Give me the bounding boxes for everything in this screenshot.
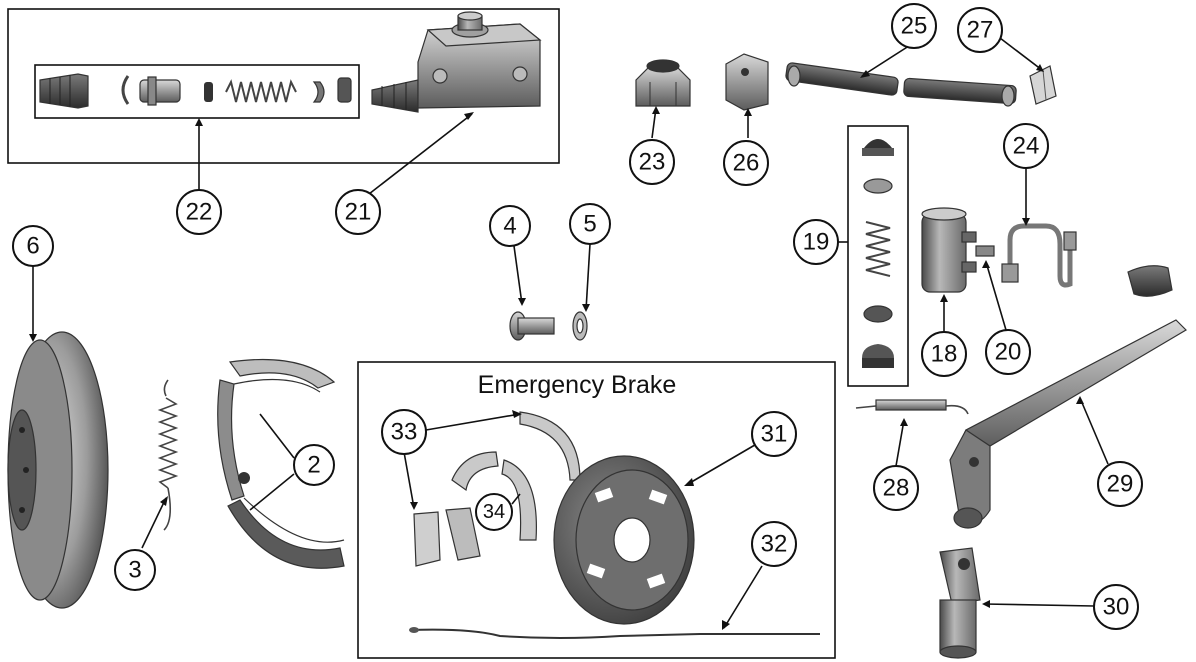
callout-29: 29: [1097, 461, 1143, 507]
bracket-part: [725, 53, 769, 111]
callout-3: 3: [114, 549, 156, 591]
callout-27: 27: [957, 7, 1003, 53]
callout-22: 22: [176, 189, 222, 235]
cup-part: [204, 82, 213, 102]
brake-line: [1001, 223, 1077, 288]
callout-4-label: 4: [503, 213, 516, 240]
callout-31-label: 31: [761, 421, 788, 448]
callout-24: 24: [1003, 123, 1049, 169]
callout-34: 34: [475, 493, 513, 531]
callout-33: 33: [381, 409, 427, 455]
callout-33-label: 33: [391, 419, 418, 446]
anchor-bolt: [509, 311, 555, 341]
bushing-part: [635, 59, 691, 107]
washer: [572, 311, 588, 341]
master-cylinder: [371, 11, 542, 113]
callout-6: 6: [12, 225, 54, 267]
callout-32-label: 32: [761, 531, 788, 558]
callout-21: 21: [335, 189, 381, 235]
callout-28: 28: [873, 465, 919, 511]
valve-part: [312, 81, 325, 103]
emergency-brake-cable: [409, 627, 820, 639]
callout-2: 2: [293, 444, 335, 486]
callout-2-label: 2: [307, 452, 320, 479]
callout-27-label: 27: [967, 17, 994, 44]
callout-21-label: 21: [345, 199, 372, 226]
callout-23: 23: [629, 139, 675, 185]
callout-5-label: 5: [583, 211, 596, 238]
master-cylinder-kit-frame: [34, 64, 360, 119]
callout-4: 4: [489, 205, 531, 247]
leader-lines: [29, 37, 1109, 630]
callout-18: 18: [921, 331, 967, 377]
emergency-brake-band-shoes: [413, 411, 581, 567]
callout-20-label: 20: [995, 339, 1022, 366]
emergency-brake-drum: [553, 455, 695, 625]
pedal-spring: [855, 399, 969, 415]
callout-22-label: 22: [186, 199, 213, 226]
callout-24-label: 24: [1013, 133, 1040, 160]
callout-32: 32: [751, 521, 797, 567]
callout-20: 20: [985, 329, 1031, 375]
check-valve-part: [337, 77, 352, 103]
piston-part: [139, 76, 181, 106]
callout-29-label: 29: [1107, 471, 1134, 498]
pedal-pad: [1127, 265, 1173, 297]
boot-part: [39, 73, 89, 109]
callout-25: 25: [891, 3, 937, 49]
callout-26: 26: [723, 140, 769, 186]
wheel-cylinder-kit-parts: [862, 139, 894, 368]
brake-pedal: [949, 319, 1187, 529]
pivot-shaft: [939, 547, 981, 659]
brake-drum: [7, 331, 109, 609]
callout-30-label: 30: [1103, 594, 1130, 621]
snap-ring-part: [121, 75, 130, 105]
master-cylinder-frame: [7, 8, 560, 164]
wheel-cylinder: [921, 207, 995, 293]
callout-19: 19: [793, 219, 839, 265]
callout-6-label: 6: [26, 233, 39, 260]
emergency-brake-frame: [357, 361, 836, 659]
callout-5: 5: [569, 203, 611, 245]
wheel-cylinder-kit-frame: [847, 125, 909, 387]
callout-30: 30: [1093, 584, 1139, 630]
callout-34-label: 34: [483, 501, 505, 523]
emergency-brake-title: Emergency Brake: [478, 371, 677, 399]
callout-28-label: 28: [883, 475, 910, 502]
brake-hose: [785, 62, 1017, 107]
brake-shoes: [217, 358, 345, 569]
callout-18-label: 18: [931, 341, 958, 368]
return-spring: [157, 379, 179, 531]
hose-clip: [1029, 65, 1057, 105]
spring-part: [225, 79, 297, 103]
callout-3-label: 3: [128, 557, 141, 584]
callout-23-label: 23: [639, 149, 666, 176]
callout-25-label: 25: [901, 13, 928, 40]
callout-26-label: 26: [733, 150, 760, 177]
callout-31: 31: [751, 411, 797, 457]
callout-19-label: 19: [803, 229, 830, 256]
